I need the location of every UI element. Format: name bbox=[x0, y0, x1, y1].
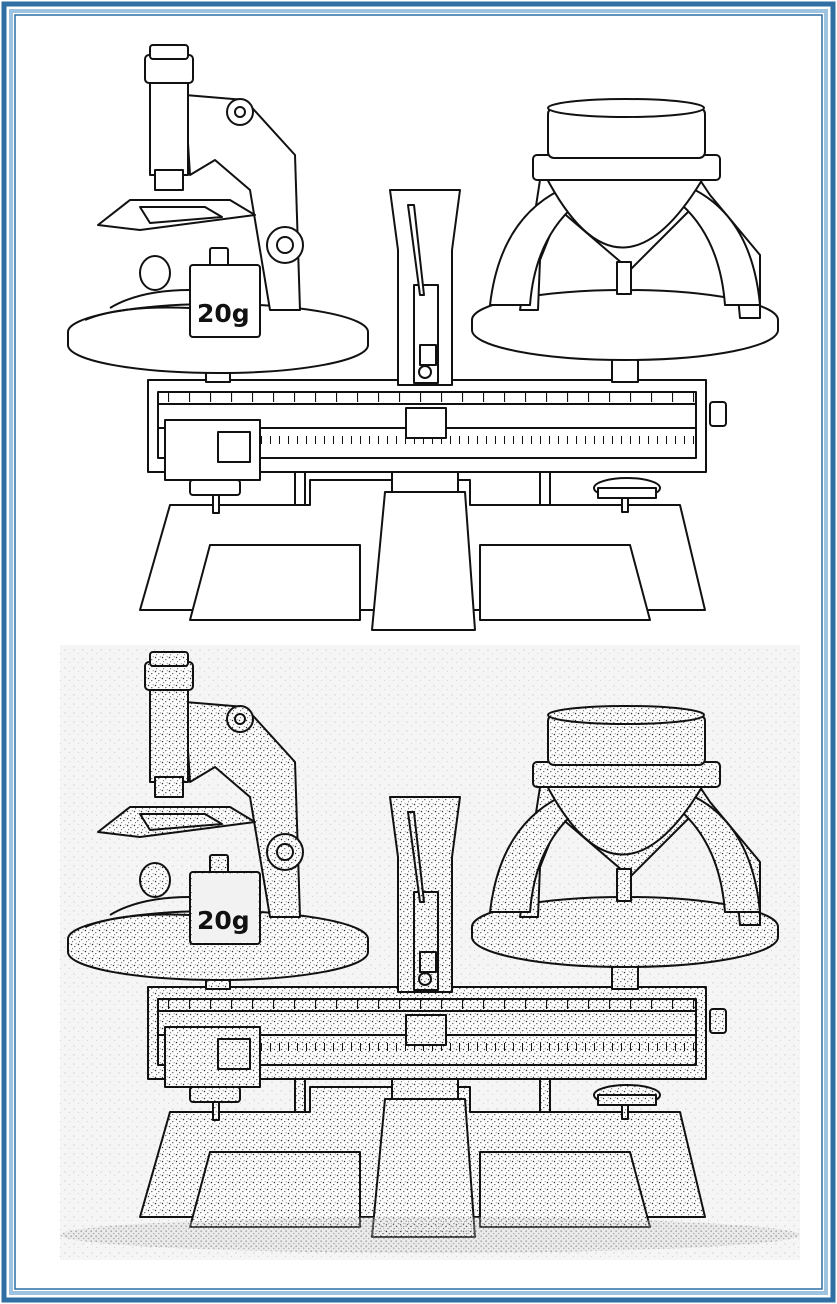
weight-label-top: 20g bbox=[197, 299, 250, 328]
line-art-balance-illustration: 20g bbox=[67, 44, 779, 631]
stippled-balance-illustration: 20g bbox=[60, 645, 800, 1260]
weight-label-bottom: 20g bbox=[197, 906, 250, 935]
inner-frame bbox=[9, 9, 828, 1295]
